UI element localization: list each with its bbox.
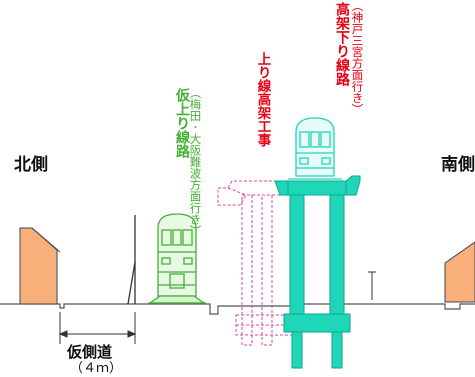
- down-line-train: [288, 117, 342, 180]
- down-line-viaduct: [274, 175, 361, 369]
- construction-viaduct: [217, 180, 293, 346]
- south-building: [444, 241, 475, 303]
- north-side-label: 北側: [14, 155, 48, 175]
- ground-line: [0, 303, 475, 315]
- temp-line-train: [147, 213, 207, 304]
- small-post: [368, 271, 376, 300]
- utility-pole: [127, 215, 136, 305]
- temp-road-label: 仮側道: [67, 343, 113, 361]
- viaduct-line-destination: （神戸三宮方面行き）: [350, 0, 365, 115]
- viaduct-line-name: 高架下り線路: [334, 2, 350, 86]
- construction-label: 上り線高架工事: [254, 52, 271, 147]
- temp-road-width: （４ｍ）: [70, 361, 123, 376]
- temp-line-destination: （梅田･大阪難波方面行き）: [188, 87, 203, 237]
- temp-road-dimension: [58, 312, 137, 344]
- south-side-label: 南側: [441, 155, 475, 175]
- temp-line-name: 仮上り線路: [174, 88, 190, 158]
- north-building: [19, 227, 61, 305]
